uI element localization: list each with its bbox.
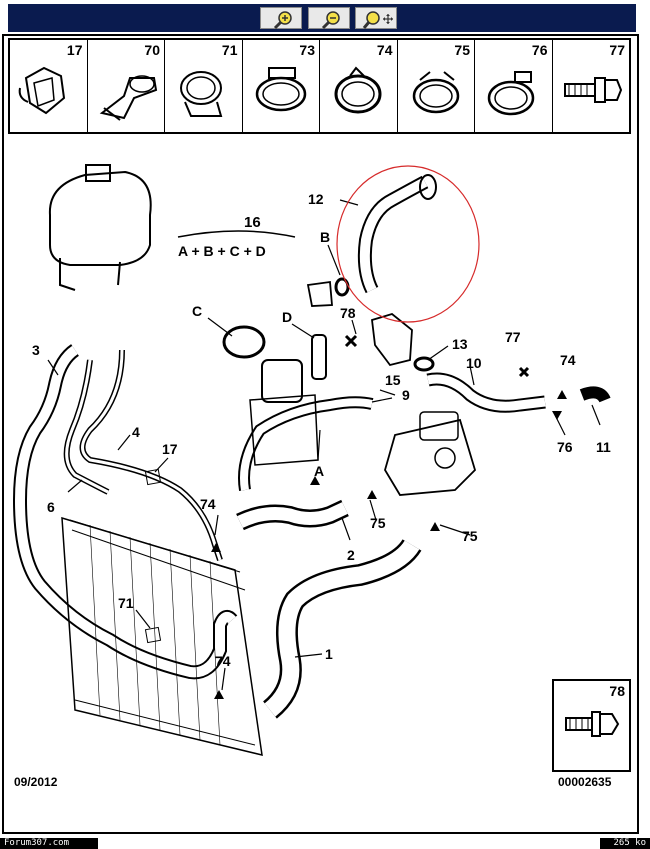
thermostat-housing [384,418,477,496]
part-number: 75 [454,42,470,58]
hose-clamp-icon [255,67,306,112]
expansion-tank [48,170,152,266]
reference-number: 00002635 [558,775,612,789]
detail-box-number: 78 [609,683,625,699]
label-10: 10 [466,355,482,371]
zoom-in-button[interactable] [260,7,302,30]
label-74-mid: 74 [200,496,216,512]
bolt-icon [563,77,622,103]
oil-filter-housing [261,359,303,403]
footer-bar: Forum307.com 265 ko [0,838,650,849]
part-d [311,334,327,380]
label-78: 78 [340,305,356,321]
part-number: 77 [609,42,625,58]
o-ring-b [334,277,350,297]
label-74-top: 74 [560,352,576,368]
zoom-out-icon [321,11,340,30]
footer-site[interactable]: Forum307.com [0,838,98,849]
zoom-out-button[interactable] [308,7,350,30]
label-16: 16 [244,214,261,231]
label-b: B [320,229,331,245]
part-number: 71 [221,42,238,58]
footer-size: 265 ko [600,838,650,849]
outlet-fitting-upper [306,280,333,307]
part-number: 74 [376,42,393,58]
part-cell[interactable]: 71 [165,40,243,132]
label-74-low: 74 [215,653,231,669]
part-cell[interactable]: 76 [475,40,553,132]
label-71: 71 [118,595,134,611]
zoom-pan-icon [362,11,393,29]
label-3: 3 [32,342,40,358]
formula-text: A + B + C + D [178,243,266,259]
part-cell[interactable]: 73 [243,40,320,132]
label-17: 17 [162,441,178,457]
hose-holder-icon [180,71,223,117]
bolt-detail-drawing [565,711,620,737]
hose-9 [238,396,374,491]
part-number: 76 [531,42,548,58]
part-number: 17 [66,42,83,58]
date-label: 09/2012 [14,775,58,789]
diagram-frame [2,34,639,834]
hose-11 [579,386,611,403]
label-6: 6 [47,499,55,515]
label-13: 13 [452,336,468,352]
part-cell[interactable]: 70 [88,40,165,132]
label-d: D [282,309,293,325]
part-cell[interactable]: 77 [553,40,630,132]
label-2: 2 [347,547,355,563]
part-number: 70 [144,42,160,58]
marker-box-17 [144,468,162,486]
label-a: A [314,463,325,479]
detail-box-78: 78 [552,679,631,772]
part-cell[interactable]: 75 [398,40,475,132]
marker-box-71 [144,626,162,644]
o-ring-c [222,325,266,359]
spring-clamp-icon [412,71,459,114]
part-number: 73 [299,42,315,58]
pipe-4 [79,349,223,561]
zoom-pan-button[interactable] [355,7,397,29]
label-15: 15 [385,372,401,388]
zoom-in-icon [273,11,292,30]
band-clamp-icon [334,66,382,114]
parts-strip: 17 70 71 73 74 75 76 77 [8,38,631,134]
label-4: 4 [132,424,140,440]
label-1: 1 [325,646,333,662]
outlet-fitting [371,313,413,367]
clip-part-icon [18,66,66,115]
label-75-b: 75 [462,528,478,544]
tank-cap [85,164,111,182]
label-75-a: 75 [370,515,386,531]
bracket-clip-icon [99,75,157,121]
o-ring-13 [413,356,435,372]
viewer-toolbar [8,4,636,32]
label-9: 9 [402,387,410,403]
part-cell[interactable]: 17 [10,40,88,132]
label-c: C [192,303,203,319]
label-77: 77 [505,329,521,345]
label-12: 12 [308,191,324,207]
label-11: 11 [596,439,611,455]
part-cell[interactable]: 74 [320,40,398,132]
highlight-circle [336,165,480,323]
screw-clamp-icon [487,71,535,116]
label-76: 76 [557,439,573,455]
